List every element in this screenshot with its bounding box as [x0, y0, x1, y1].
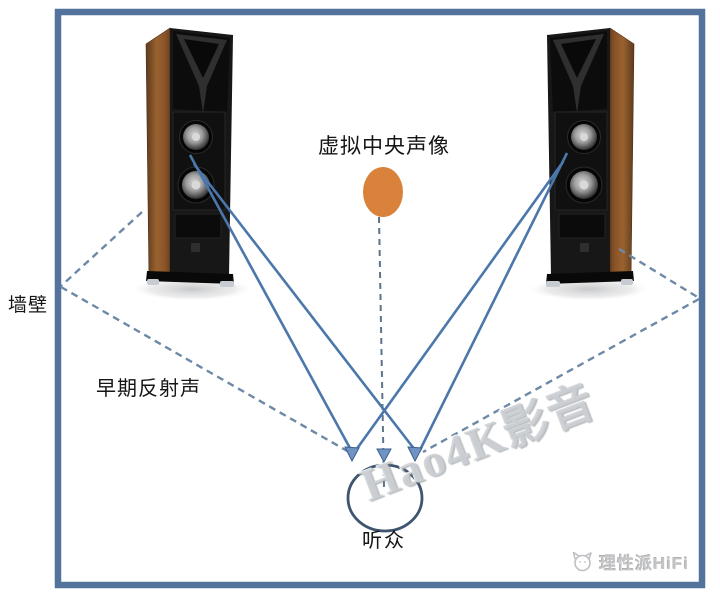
- listener-head-circle: [346, 463, 424, 533]
- left-speaker-crossing-sound-line: [192, 163, 417, 451]
- right-speaker-image: [546, 27, 635, 287]
- right-speaker-direct-sound-line: [418, 152, 569, 451]
- right-wall-incident-dashed-line: [618, 247, 700, 300]
- right-speaker-foot: [621, 279, 633, 285]
- corner-watermark-text: 理性派HiFi: [599, 554, 690, 573]
- left-speaker-plinth: [146, 271, 234, 284]
- left-speaker-logo-badge: [191, 243, 200, 252]
- center-arrowhead-icon: [376, 448, 392, 464]
- right-speaker-horn-throat: [561, 39, 596, 78]
- virtual-center-image-dot: [363, 167, 403, 217]
- right-arrowhead-icon: [407, 446, 423, 463]
- right-speaker-crossing-sound-line: [354, 161, 565, 451]
- right-speaker-logo-badge: [580, 243, 589, 252]
- right-speaker-foot: [546, 281, 560, 287]
- left-speaker-foot: [147, 279, 159, 285]
- right-speaker-upper-woofer-icon: [567, 120, 601, 154]
- right-speaker-plinth: [546, 271, 634, 284]
- early-reflection-label: 早期反射声: [96, 378, 201, 400]
- right-speaker-wood-side: [609, 27, 635, 281]
- wall-label: 墙壁: [8, 295, 49, 316]
- right-speaker-port-panel: [558, 213, 606, 239]
- left-speaker-upper-woofer-icon: [179, 120, 213, 154]
- left-speaker-wood-side: [145, 27, 171, 281]
- left-wall-reflected-dashed-line: [60, 285, 350, 454]
- left-speaker-port-panel: [174, 213, 222, 239]
- right-wall-reflected-dashed-line: [422, 297, 700, 454]
- left-wall-incident-dashed-line: [60, 211, 143, 287]
- left-speaker-foot: [220, 281, 234, 287]
- virtual-center-image-label: 虚拟中央声像: [318, 134, 450, 158]
- left-speaker-image: [145, 27, 234, 287]
- listener-label: 听众: [362, 530, 406, 552]
- left-arrowhead-icon: [344, 446, 360, 463]
- left-speaker-horn-throat: [184, 39, 219, 78]
- virtual-center-dashed-line: [378, 216, 385, 488]
- right-speaker-lower-woofer-icon: [565, 166, 603, 204]
- cat-logo-icon: [572, 551, 592, 572]
- left-speaker-direct-sound-line: [188, 154, 353, 451]
- room-wall-frame: [54, 8, 706, 589]
- corner-watermark: 理性派HiFi: [570, 549, 689, 574]
